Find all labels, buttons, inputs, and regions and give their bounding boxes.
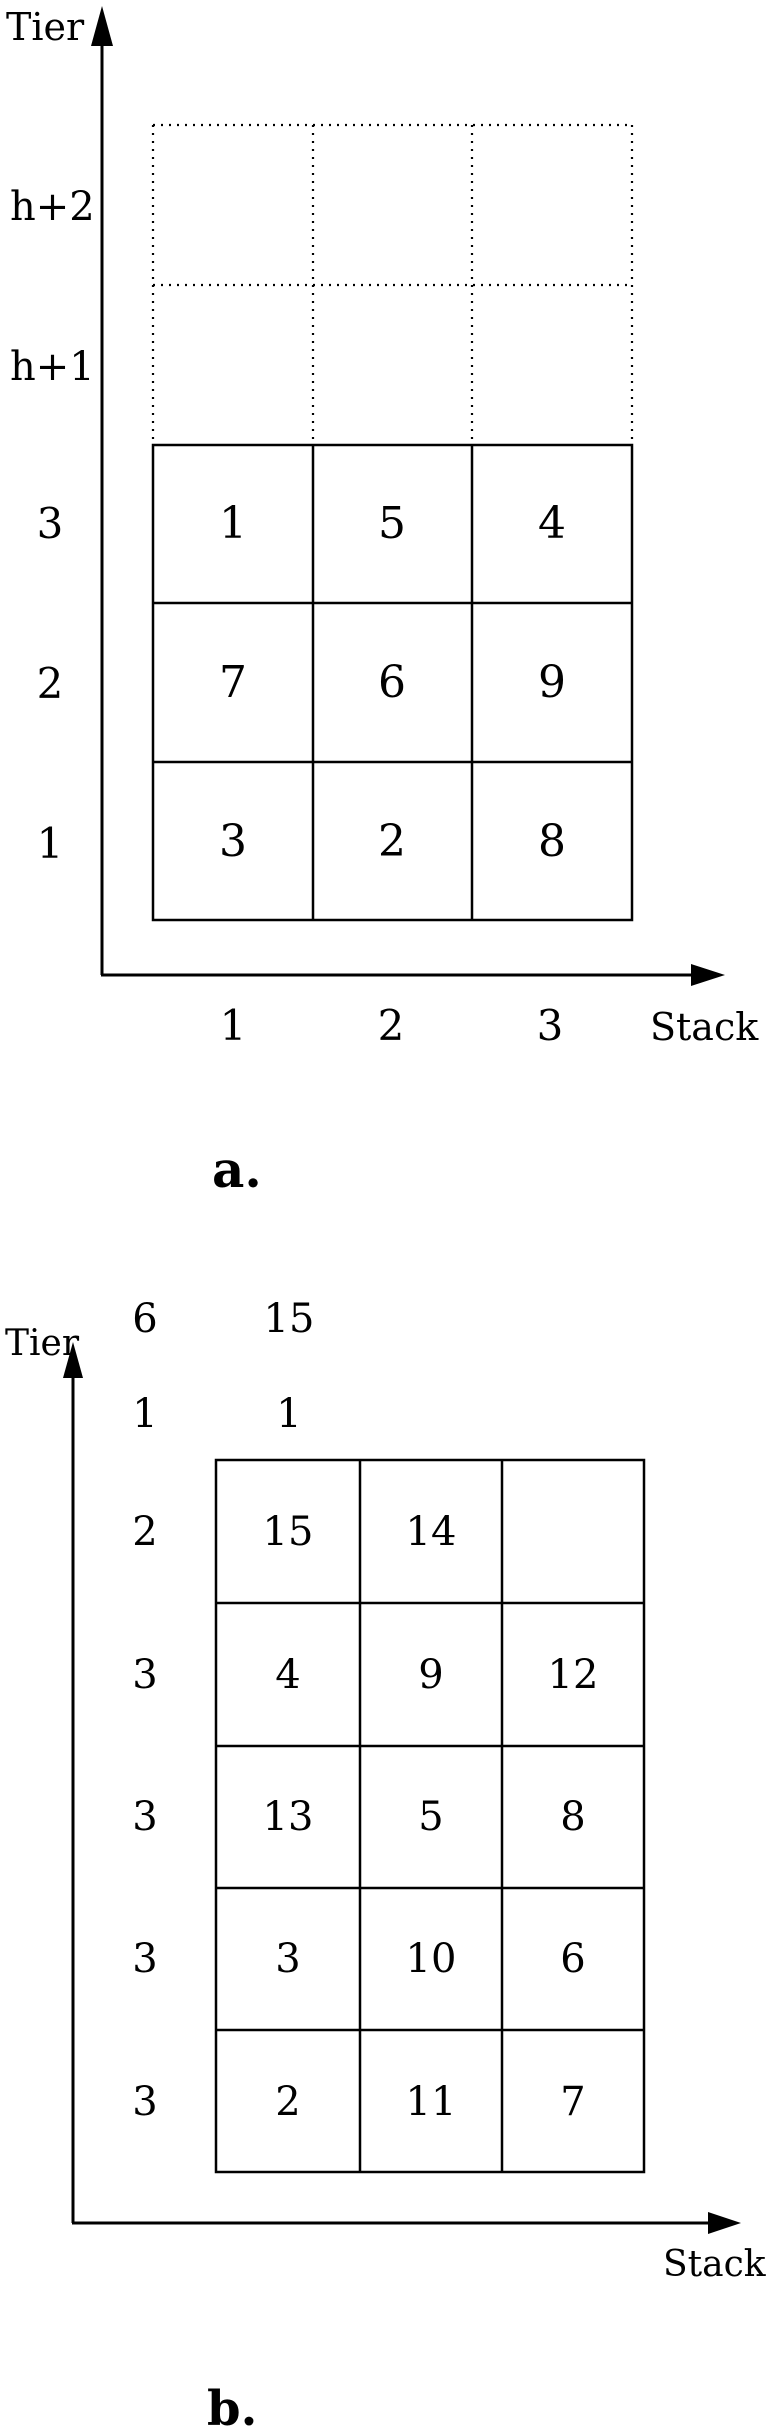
fig-b-cell: 15 — [263, 1509, 314, 1555]
fig-a-x-axis-arrow-icon — [691, 964, 725, 986]
fig-a-tier-label: 2 — [37, 659, 64, 708]
fig-b-row-label: 3 — [132, 1936, 157, 1982]
fig-a-grid — [151, 443, 634, 922]
fig-a-y-axis-arrow-icon — [91, 6, 113, 46]
fig-b-row-label: 3 — [132, 1652, 157, 1698]
fig-b-cell: 2 — [275, 2079, 300, 2125]
fig-b-cell: 12 — [548, 1652, 599, 1698]
fig-b-row-label: 3 — [132, 2079, 157, 2125]
fig-b-cell: 13 — [263, 1794, 314, 1840]
fig-b-cell: 3 — [275, 1936, 300, 1982]
fig-b-cell: 6 — [560, 1936, 585, 1982]
fig-b-second-row-value: 1 — [132, 1391, 157, 1437]
fig-a-stack-label: 3 — [537, 1001, 564, 1050]
fig-a-empty-tiers — [151, 123, 634, 445]
fig-b-y-axis-label: Tier — [5, 1323, 80, 1364]
fig-a-cell: 8 — [538, 816, 566, 867]
fig-b-row-label: 3 — [132, 1794, 157, 1840]
fig-a-caption: a. — [212, 1140, 262, 1199]
fig-b-cell: 14 — [406, 1509, 457, 1555]
figure-b: Tier Stack 6 15 1 1 2 3 3 3 3 15 14 4 9 … — [5, 1296, 767, 2435]
fig-b-caption: b. — [207, 2381, 257, 2435]
fig-a-tier-label: 3 — [37, 499, 64, 548]
fig-a-cell: 2 — [378, 816, 406, 867]
fig-a-stack-label: 2 — [378, 1001, 405, 1050]
fig-b-top-row-value: 6 — [132, 1296, 157, 1342]
fig-a-cell: 1 — [219, 498, 247, 549]
fig-b-cell: 9 — [418, 1652, 443, 1698]
fig-b-grid — [214, 1458, 646, 2174]
fig-b-second-row-value: 1 — [276, 1391, 301, 1437]
fig-b-cell: 4 — [275, 1652, 300, 1698]
fig-b-y-axis-arrow-icon — [63, 1342, 83, 1378]
fig-a-cell: 4 — [538, 498, 566, 549]
fig-a-cell: 3 — [219, 816, 247, 867]
fig-a-cell: 6 — [378, 657, 406, 708]
fig-a-stack-label: 1 — [220, 1001, 247, 1050]
fig-b-x-axis-label: Stack — [663, 2244, 767, 2285]
fig-b-cell: 7 — [560, 2079, 585, 2125]
fig-a-cell: 7 — [219, 657, 247, 708]
fig-b-row-label: 2 — [132, 1509, 157, 1555]
fig-b-cell: 10 — [406, 1936, 457, 1982]
fig-a-cell: 9 — [538, 657, 566, 708]
fig-b-cell: 8 — [560, 1794, 585, 1840]
fig-a-tier-label: 1 — [37, 819, 64, 868]
fig-b-cell: 11 — [406, 2079, 457, 2125]
fig-a-tier-label: h+1 — [10, 344, 95, 390]
fig-b-x-axis-arrow-icon — [708, 2212, 741, 2234]
figure-a: Tier Stack h+2 h+1 3 2 1 1 2 3 1 — [6, 5, 759, 1199]
fig-a-tier-label: h+2 — [10, 184, 95, 230]
fig-a-cell: 5 — [378, 498, 406, 549]
fig-b-top-row-value: 15 — [264, 1296, 315, 1342]
fig-a-x-axis-label: Stack — [650, 1005, 759, 1049]
fig-b-cell: 5 — [418, 1794, 443, 1840]
fig-a-y-axis-label: Tier — [6, 5, 85, 49]
